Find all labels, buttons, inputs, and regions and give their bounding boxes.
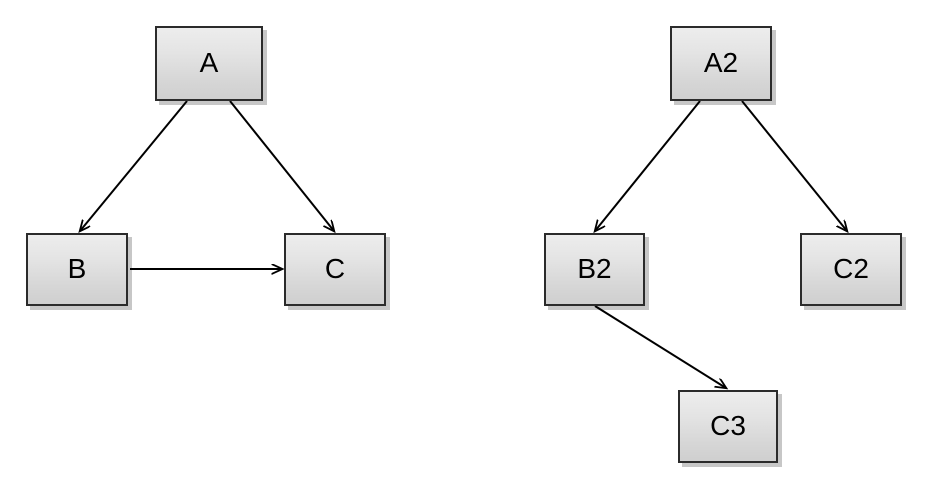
edge-b2-to-c3 [594, 305, 726, 388]
node-b2[interactable]: B2 [544, 233, 645, 306]
node-c2[interactable]: C2 [800, 233, 902, 306]
node-b2-label: B2 [577, 252, 612, 284]
node-c-label: C [324, 252, 346, 284]
node-a[interactable]: A [155, 26, 263, 101]
edge-a2-to-b2 [595, 100, 701, 231]
node-a2-label: A2 [703, 46, 739, 78]
node-a-label: A [199, 46, 219, 78]
node-b-label: B [67, 252, 87, 284]
node-c[interactable]: C [284, 233, 386, 306]
edge-a2-to-c2 [741, 100, 847, 231]
node-c2-label: C2 [833, 252, 869, 284]
node-a2[interactable]: A2 [670, 26, 772, 101]
node-b[interactable]: B [26, 233, 128, 306]
node-c3[interactable]: C3 [678, 390, 778, 463]
edge-a-to-c [229, 100, 334, 231]
node-c3-label: C3 [710, 409, 746, 441]
edge-a-to-b [80, 100, 188, 231]
